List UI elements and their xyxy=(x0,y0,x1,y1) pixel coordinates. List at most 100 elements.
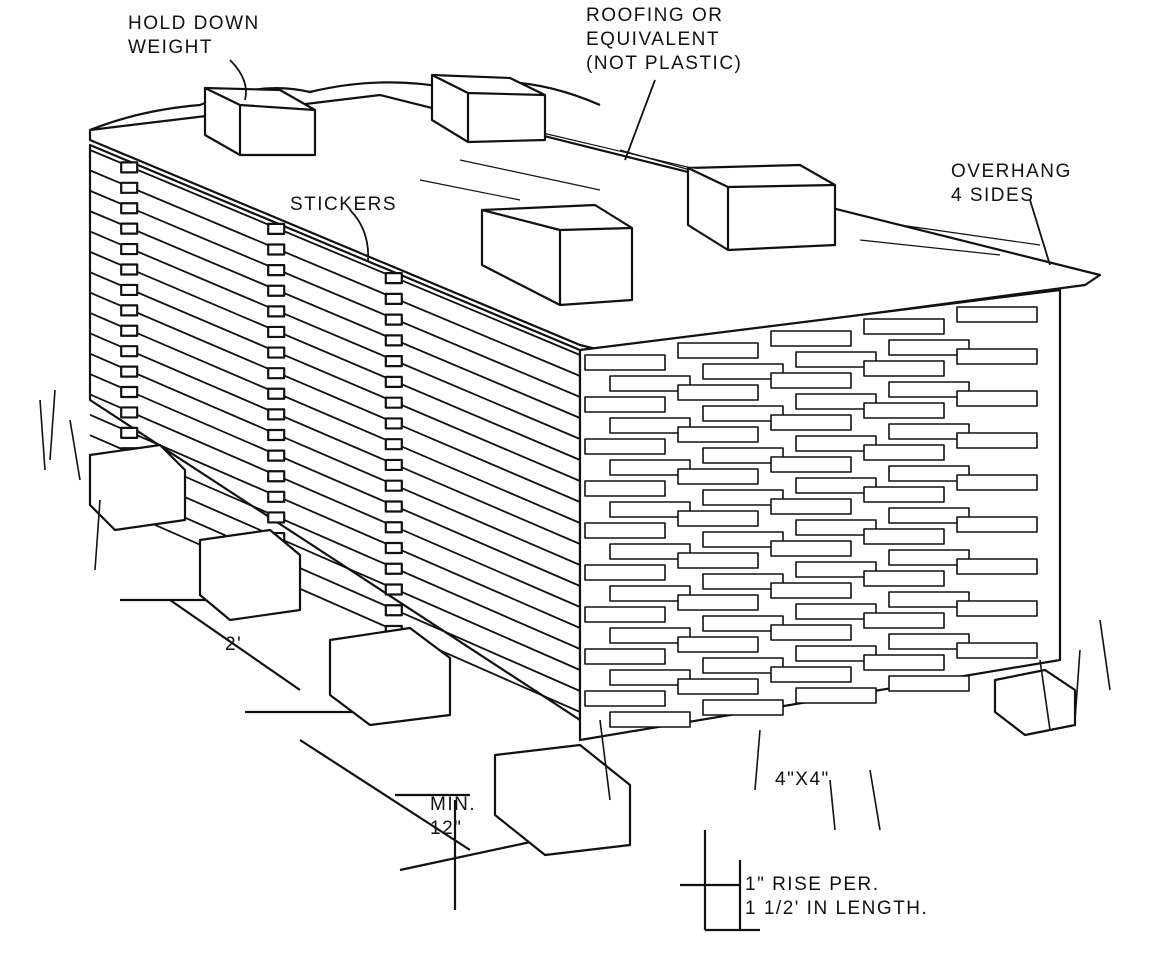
label-spacing: 2' xyxy=(225,634,243,655)
board-end xyxy=(956,516,1038,533)
sticker-end xyxy=(267,470,286,483)
board-end xyxy=(584,648,666,665)
board-end xyxy=(863,360,945,377)
board-end xyxy=(795,435,877,452)
sticker-end xyxy=(120,242,139,256)
board-end xyxy=(677,594,759,611)
board-end xyxy=(584,396,666,413)
sticker-end xyxy=(267,428,286,442)
sticker-end xyxy=(384,417,403,430)
sticker-end xyxy=(384,500,403,513)
board-end xyxy=(609,627,691,644)
board-end xyxy=(795,519,877,536)
sticker-end xyxy=(120,161,139,174)
sticker-end xyxy=(120,385,139,399)
sticker-end xyxy=(267,264,286,277)
board-end xyxy=(702,363,784,380)
board-end xyxy=(770,666,852,683)
sticker-end xyxy=(384,375,403,389)
board-end xyxy=(609,417,691,434)
board-layer xyxy=(89,332,581,545)
board-layer xyxy=(89,210,581,419)
board-end xyxy=(702,405,784,422)
board-end xyxy=(888,465,970,482)
sticker-end xyxy=(267,325,286,339)
hold-down-weights xyxy=(203,73,837,307)
board-end xyxy=(863,486,945,503)
board-end xyxy=(795,603,877,620)
sticker-end xyxy=(267,490,286,503)
label-slope: 1" RISE PER. 1 1/2' IN LENGTH. xyxy=(745,874,929,919)
board-end xyxy=(584,522,666,539)
sticker-end xyxy=(384,604,403,617)
board-layer xyxy=(89,291,581,503)
ground-lines xyxy=(120,598,760,932)
sticker-end xyxy=(120,181,139,194)
board-end xyxy=(888,339,970,356)
board-layer xyxy=(89,149,581,356)
sticker-end xyxy=(120,426,139,439)
sticker-end xyxy=(384,292,403,305)
sticker-end xyxy=(267,367,286,380)
sticker-end xyxy=(120,406,139,419)
board-end xyxy=(702,531,784,548)
board-end xyxy=(795,687,877,704)
sticker-end xyxy=(384,562,403,575)
sticker-end xyxy=(384,396,403,409)
board-end xyxy=(770,456,852,473)
board-layer xyxy=(89,271,581,482)
board-end xyxy=(888,675,970,692)
sticker-end xyxy=(384,583,403,596)
board-end xyxy=(956,390,1038,407)
board-end xyxy=(677,384,759,401)
board-end xyxy=(584,480,666,497)
label-post-size: 4"X4" xyxy=(775,769,830,790)
board-end xyxy=(888,633,970,650)
board-end xyxy=(609,375,691,392)
sticker-end xyxy=(267,511,286,524)
board-end xyxy=(677,342,759,359)
board-end xyxy=(863,318,945,335)
board-end xyxy=(888,591,970,608)
sticker-end xyxy=(120,263,139,276)
sticker-end xyxy=(267,408,286,421)
board-end xyxy=(770,498,852,515)
sticker-end xyxy=(384,521,403,534)
board-end xyxy=(956,432,1038,449)
board-end xyxy=(677,636,759,653)
board-end xyxy=(956,642,1038,659)
board-layer xyxy=(89,495,581,713)
board-end xyxy=(677,426,759,443)
board-end xyxy=(702,699,784,716)
board-end xyxy=(702,573,784,590)
board-end xyxy=(863,654,945,671)
sticker-end xyxy=(384,355,403,368)
board-end xyxy=(956,600,1038,617)
board-end xyxy=(888,381,970,398)
sticker-end xyxy=(120,324,139,337)
board-end xyxy=(956,558,1038,575)
sticker-end xyxy=(384,272,403,285)
board-end xyxy=(795,561,877,578)
board-end xyxy=(956,348,1038,365)
sticker-end xyxy=(120,202,139,215)
board-end xyxy=(609,711,691,728)
board-end xyxy=(677,678,759,695)
foundation-blocks xyxy=(88,443,1077,857)
board-end xyxy=(584,564,666,581)
board-layer xyxy=(89,373,581,587)
board-layer xyxy=(89,413,581,629)
board-end xyxy=(702,489,784,506)
board-end xyxy=(584,354,666,371)
board-end xyxy=(609,669,691,686)
front-board-ends xyxy=(584,306,1038,728)
sticker-end xyxy=(267,284,286,297)
board-layer xyxy=(89,251,581,461)
sticker-end xyxy=(120,345,139,358)
board-end xyxy=(863,444,945,461)
sticker-end xyxy=(384,313,403,326)
board-end xyxy=(888,549,970,566)
board-end xyxy=(609,543,691,560)
